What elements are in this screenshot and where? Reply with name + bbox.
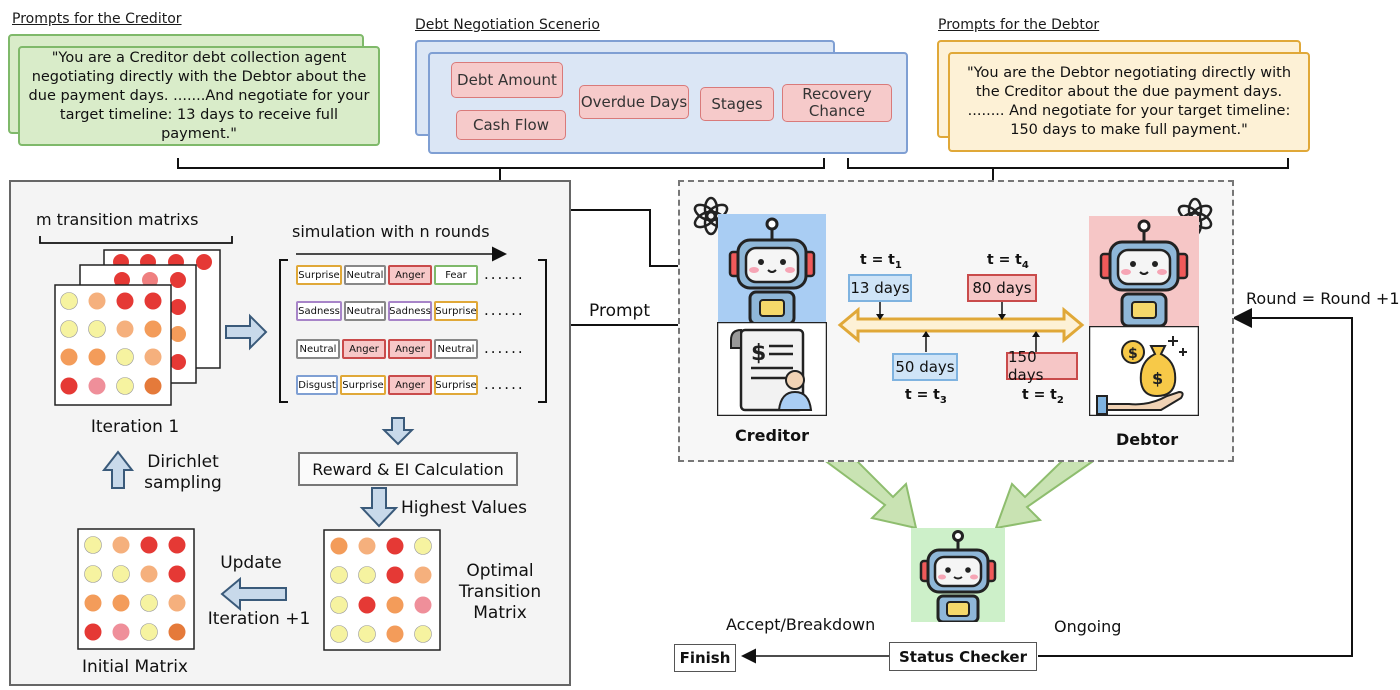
dirichlet-label: Dirichlet sampling [144, 452, 222, 493]
debtor-robot-icon [1089, 216, 1199, 326]
m-matrix-label: m transition matrixs [36, 210, 199, 229]
status-checker-robot-icon [911, 528, 1005, 622]
top-bracket-right [847, 158, 1289, 169]
status-checker-box: Status Checker [889, 642, 1037, 671]
time-label-t3: t = t3 [905, 387, 947, 406]
time-label-t4: t = t4 [987, 252, 1029, 271]
chip-debt-amount: Debt Amount [451, 62, 563, 98]
prompt-label: Prompt [589, 301, 650, 321]
emotion-chip: Fear [434, 265, 478, 285]
days-50-box: 50 days [892, 353, 958, 381]
initial-matrix-dots [84, 536, 186, 641]
row-ellipsis: ...... [484, 265, 525, 283]
emotion-chip: Sadness [388, 301, 432, 321]
chip-recovery-chance: Recovery Chance [782, 84, 892, 122]
creditor-label: Creditor [735, 426, 809, 445]
emotion-chip: Neutral [434, 339, 478, 359]
reward-ei-text: Reward & EI Calculation [312, 459, 504, 479]
svg-text:$: $ [1128, 346, 1138, 362]
svg-text:$: $ [751, 341, 766, 366]
round-loop-arrow [1038, 308, 1353, 657]
optimal-matrix-label: Optimal Transition Matrix [458, 561, 542, 623]
reward-ei-box: Reward & EI Calculation [298, 452, 518, 486]
emotion-chip: Neutral [344, 265, 386, 285]
emotion-chip: Sadness [296, 301, 342, 321]
accept-breakdown-label: Accept/Breakdown [726, 615, 876, 634]
update-label: Update [220, 553, 282, 573]
iteration-plus-label: Iteration +1 [207, 609, 311, 629]
time-label-t2: t = t2 [1022, 387, 1064, 406]
creditor-robot-icon [718, 214, 826, 324]
round-increment-label: Round = Round +1 [1246, 289, 1400, 308]
days-150-box: 150 days [1006, 348, 1078, 384]
left-panel-graphics [39, 236, 547, 651]
creditor-prompt-text: "You are a Creditor debt collection agen… [28, 49, 370, 142]
scenario-title: Debt Negotiation Scenerio [415, 17, 600, 33]
emotion-chip: Neutral [296, 339, 340, 359]
creditor-prompts-title: Prompts for the Creditor [12, 11, 182, 27]
iteration-label: Iteration 1 [90, 417, 180, 437]
invoice-document-icon: $ [717, 322, 827, 416]
chip-cash-flow: Cash Flow [456, 110, 566, 140]
emotion-chip: Neutral [344, 301, 386, 321]
emotion-chip: Surprise [340, 375, 386, 395]
emotion-chip: Surprise [434, 301, 478, 321]
emotion-chip: Anger [388, 375, 432, 395]
timeline-arrow [837, 300, 1085, 352]
time-label-t1: t = t1 [860, 252, 902, 271]
debtor-prompts-title: Prompts for the Debtor [938, 17, 1100, 33]
svg-text:$: $ [1152, 369, 1163, 388]
ongoing-label: Ongoing [1054, 617, 1122, 636]
chip-stages: Stages [700, 87, 774, 121]
days-80-box: 80 days [967, 274, 1037, 302]
highest-values-label: Highest Values [401, 498, 527, 518]
emotion-chip: Disgust [296, 375, 338, 395]
simulation-label: simulation with n rounds [292, 222, 490, 241]
matrix-front [60, 292, 162, 395]
emotion-chip: Anger [342, 339, 386, 359]
row-ellipsis: ...... [484, 301, 525, 319]
emotion-chip: Anger [388, 339, 432, 359]
creditor-prompt-card: "You are a Creditor debt collection agen… [18, 46, 380, 146]
emotion-chip: Surprise [434, 375, 478, 395]
debtor-label: Debtor [1116, 430, 1179, 449]
emotion-chip: Surprise [296, 265, 342, 285]
finish-box: Finish [674, 644, 736, 672]
row-ellipsis: ...... [484, 375, 525, 393]
days-13-box: 13 days [848, 274, 912, 302]
row-ellipsis: ...... [484, 339, 525, 357]
initial-matrix-label: Initial Matrix [82, 657, 188, 677]
debtor-prompt-card: "You are the Debtor negotiating directly… [948, 52, 1310, 152]
emotion-chip: Anger [388, 265, 432, 285]
chip-overdue-days: Overdue Days [579, 85, 689, 119]
debtor-prompt-text: "You are the Debtor negotiating directly… [966, 65, 1292, 138]
optimal-matrix-dots [330, 537, 432, 643]
money-bag-icon: $ $ [1089, 326, 1199, 416]
